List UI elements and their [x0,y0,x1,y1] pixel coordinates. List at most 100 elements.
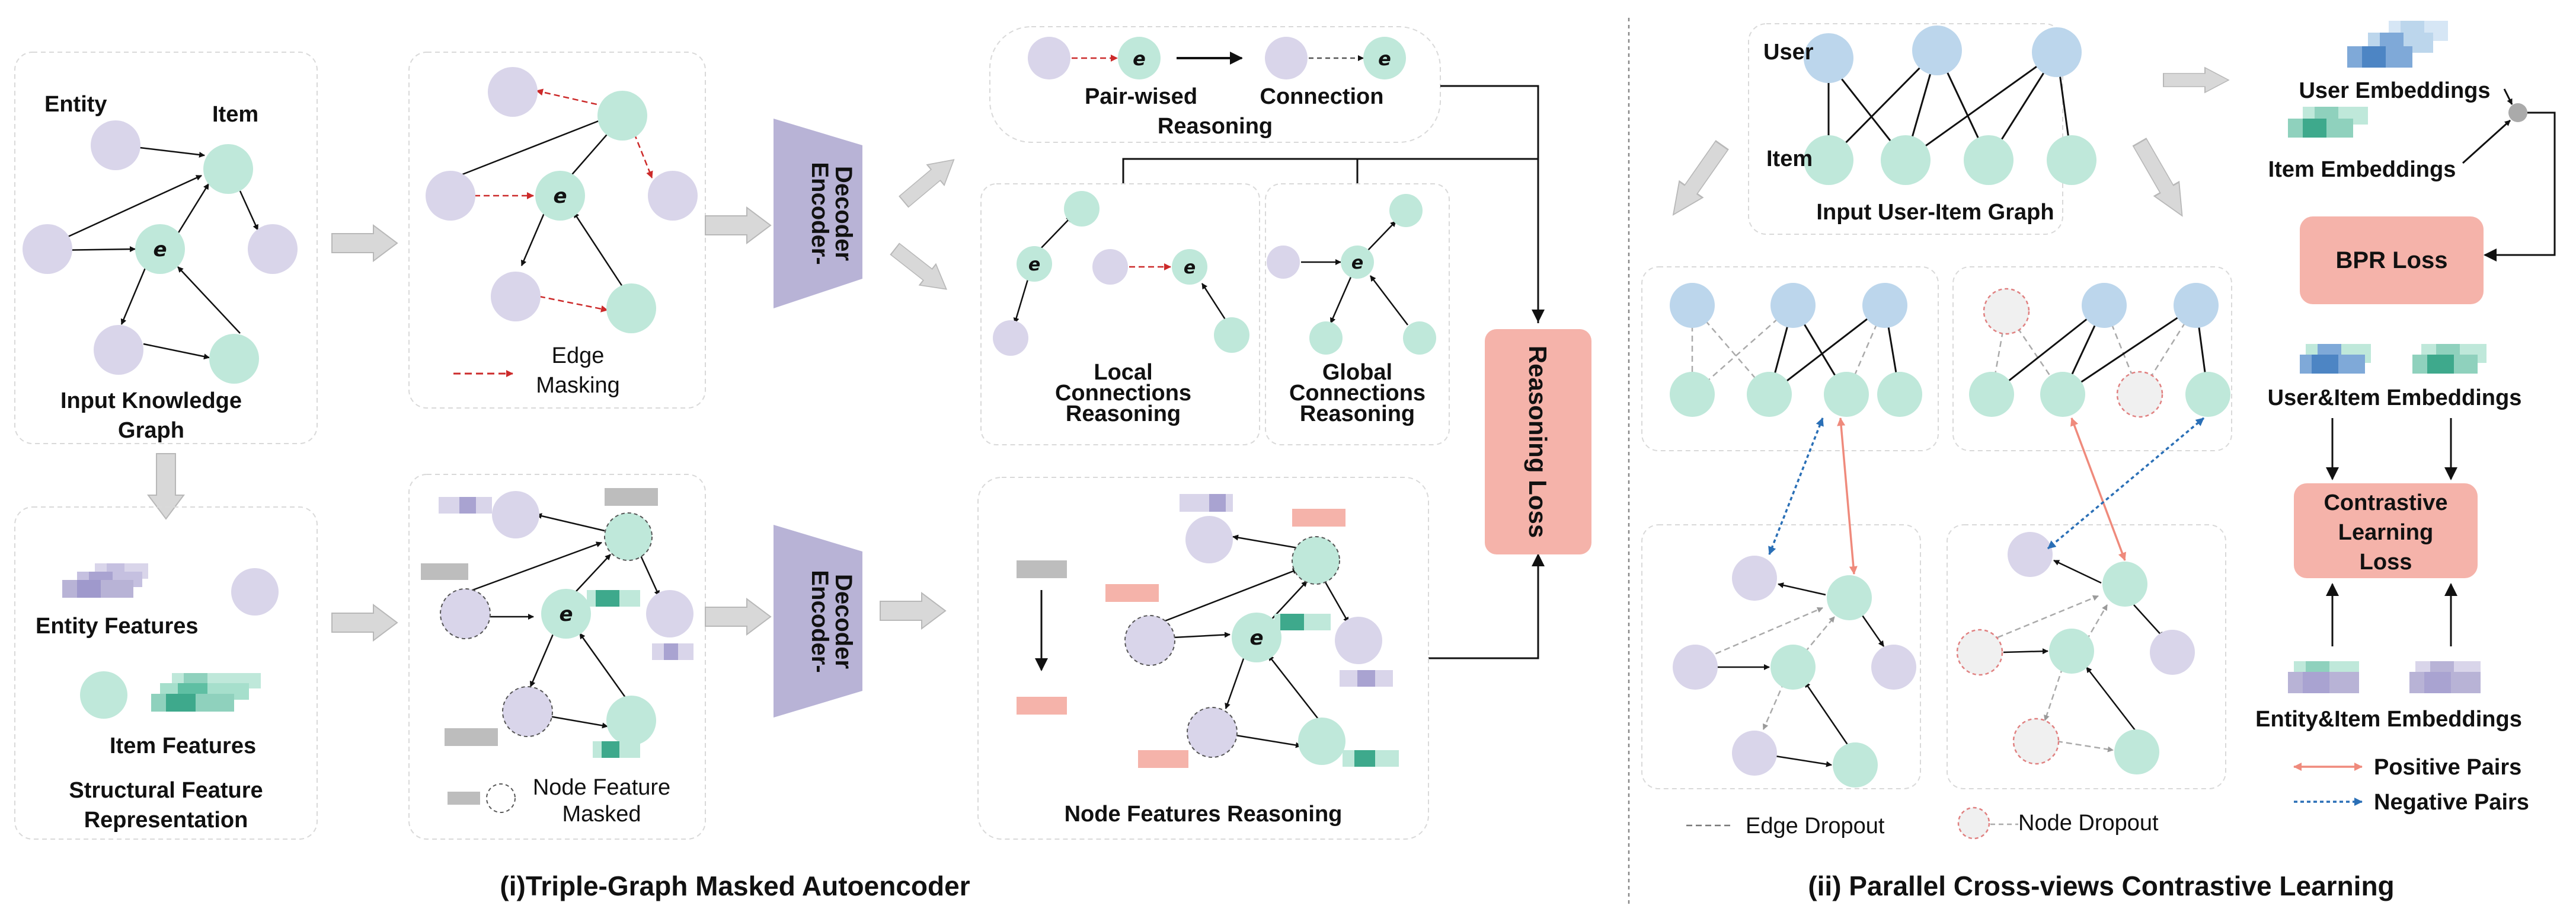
entity-node [1185,516,1233,563]
masked-item-node [1292,536,1340,585]
flow-arrow [705,598,771,635]
node-dropout-legend-icon [1957,806,1990,840]
item-node [597,91,647,141]
item-embeddings: Item Embeddings [2268,107,2456,182]
item-label: Item [1766,146,1813,171]
contrastive-loss-box: Contrastive Learning Loss [2294,483,2478,578]
pairwise-reasoning-panel: e e Pair-wised Connection Reasoning [989,26,1441,143]
node-symbol: e [1378,47,1391,70]
center-node [1341,246,1374,279]
masked-item-node [604,512,653,561]
item-label: Item [212,102,258,127]
input-user-item-graph-panel: User Item Input User-Item Graph [1748,23,2096,235]
node-symbol: e [1028,254,1040,275]
encoder-top-line2: Decoder [830,166,856,261]
edge-dropout-label: Edge Dropout [1746,814,1885,839]
input-kg-caption-2: Graph [118,418,184,443]
local-label-1: Local [1094,360,1152,385]
edge-masking-label-2: Masking [536,373,620,398]
reasoning-label: Reasoning [1158,114,1273,139]
item-node [2102,562,2147,607]
user-node [2032,27,2082,77]
dot-product-icon [2508,103,2527,122]
entity-features-label: Entity Features [36,614,199,639]
item-node [1309,321,1343,355]
ei-embeddings: Entity&Item Embeddings [2255,661,2522,732]
contrastive-label-3: Loss [2360,550,2412,575]
node-symbol: e [1249,626,1263,650]
center-node [135,224,185,274]
item-node [1064,191,1100,227]
flow-arrow [331,604,398,641]
node-feature-masked-panel: e Node Feature Masked [408,474,706,840]
node-feature-masked-label-1: Node Feature [533,775,670,800]
item-feature-node [80,671,127,719]
structural-features-panel: Entity Features Item Features Structural… [14,506,318,840]
positive-pairs-label: Positive Pairs [2374,755,2521,780]
masked-entity-node [440,588,491,639]
item-node [1827,575,1872,620]
center-node [1017,246,1052,282]
item-node [1403,321,1436,355]
user-node [1912,25,1962,75]
item-node [2040,372,2085,417]
entity-node [94,325,143,375]
flow-arrow [2127,134,2195,224]
ui-embeddings-label: User&Item Embeddings [2268,385,2522,410]
item-node [1969,372,2014,417]
encoder-top-line1: Encoder- [807,162,833,264]
entity-node [91,120,140,170]
entity-label: Entity [44,92,107,117]
entity-node [1265,37,1308,79]
item-node [2049,629,2094,674]
bpr-loss-label: BPR Loss [2336,247,2448,273]
item-node [1833,742,1878,788]
down-arrow [148,453,184,519]
user-embeddings: User Embeddings [2299,21,2491,103]
input-kg-caption-1: Input Knowledge [60,388,242,413]
node-symbol: e [153,238,167,262]
local-connections-panel: e e Local Connections Reasoning [980,183,1260,445]
entity-node [2008,532,2053,577]
dropped-user-node [1983,288,2030,335]
center-node [1363,37,1406,79]
entity-node [1732,731,1777,776]
dropped-item-node [2116,371,2163,418]
encoder-decoder-top: Encoder- Decoder [774,119,862,308]
flow-arrow [880,592,946,629]
user-node [2082,283,2127,328]
item-node [2185,372,2230,417]
item-node [1214,317,1249,353]
node-symbol: e [1133,47,1146,70]
item-node [203,144,253,194]
pair-wised-label: Pair-wised [1085,84,1197,109]
flow-arrow [705,207,771,244]
part1-caption: (i)Triple-Graph Masked Autoencoder [500,871,970,901]
contrastive-label-2: Learning [2338,520,2433,545]
global-label-3: Reasoning [1300,401,1415,426]
item-node [1877,372,1922,417]
entity-node [1871,645,1916,690]
user-label: User [1763,40,1814,65]
user-node [1770,283,1816,328]
entity-node [648,171,698,221]
user-node [1862,283,1907,328]
entity-node [248,224,298,274]
local-label-3: Reasoning [1066,401,1181,426]
flow-arrow [2163,67,2229,93]
masked-entity-node [1187,707,1238,758]
connection-label: Connection [1260,84,1384,109]
item-node [2114,729,2159,774]
contrastive-pair-arrows [1768,417,2205,575]
entity-node [2150,630,2195,675]
entity-node [426,171,475,221]
node-dropout-label: Node Dropout [2018,811,2159,836]
center-node [1118,37,1161,79]
flow-arrow [331,225,398,262]
negative-pairs-label: Negative Pairs [2374,790,2529,815]
item-node [1964,135,2014,185]
entity-node [1673,645,1718,690]
dropped-entity-node [2012,718,2060,765]
structural-caption-1: Structural Feature [69,778,263,803]
